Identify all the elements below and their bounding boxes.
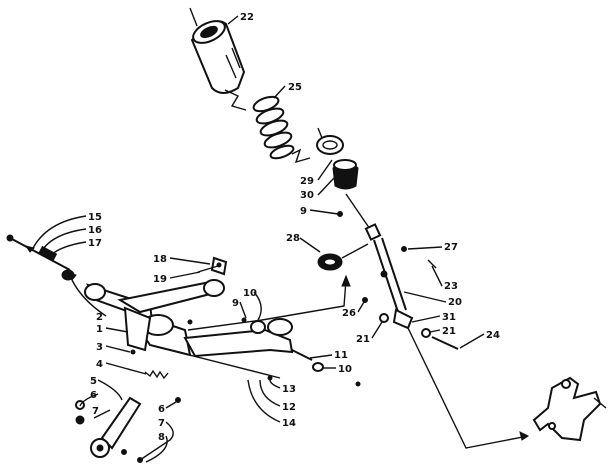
callout-7-left: 7 — [92, 406, 99, 417]
shock-body — [364, 223, 414, 330]
assembly-line-to-spindle — [407, 327, 529, 449]
bolt-6 — [175, 397, 181, 403]
bushing-28-leader-line — [341, 243, 369, 259]
grease-fitting-23 — [380, 270, 388, 278]
washer-27 — [401, 246, 407, 252]
tie-rod — [6, 234, 75, 281]
callout-4: 4 — [96, 359, 103, 370]
callout-14: 14 — [282, 418, 296, 429]
callout-13: 13 — [282, 384, 296, 395]
callout-29: 29 — [300, 176, 314, 187]
callout-9-lower: 9 — [232, 298, 239, 309]
callout-6-left: 6 — [90, 390, 97, 401]
callout-26: 26 — [342, 308, 356, 319]
fastener-19 — [197, 265, 219, 273]
callout-17: 17 — [88, 238, 102, 249]
callout-10-lower: 10 — [338, 364, 352, 375]
callout-18: 18 — [153, 254, 167, 265]
steering-link — [75, 396, 143, 463]
bolt-23 — [427, 259, 437, 269]
shock-shaft — [345, 193, 373, 233]
arrowhead-2 — [66, 272, 77, 281]
callout-1: 1 — [96, 324, 103, 335]
arrowhead-15 — [24, 245, 35, 253]
callout-31: 31 — [442, 312, 456, 323]
spring-seat — [316, 127, 344, 155]
assembly-arrow-shock — [341, 274, 351, 287]
callout-21-right: 21 — [442, 326, 456, 337]
callout-7-right: 7 — [158, 418, 165, 429]
break-line-a — [224, 89, 247, 111]
callout-3: 3 — [96, 342, 103, 353]
callout-20: 20 — [448, 297, 462, 308]
washer-13 — [267, 375, 273, 381]
nut-3 — [130, 349, 136, 355]
break-line-b — [291, 148, 311, 164]
callout-30: 30 — [300, 190, 314, 201]
bump-stop — [332, 159, 359, 190]
callout-21-left: 21 — [356, 334, 370, 345]
callout-11: 11 — [334, 350, 348, 361]
callout-6-right: 6 — [158, 404, 165, 415]
bushing-28 — [317, 253, 343, 271]
assembly-line-to-shock — [187, 279, 347, 331]
washer-9-upper — [337, 211, 343, 217]
shock-boot — [190, 20, 246, 94]
callout-8: 8 — [158, 432, 165, 443]
callout-2: 2 — [96, 312, 103, 323]
washer-9-lower — [187, 319, 193, 325]
callout-24: 24 — [486, 330, 500, 341]
washer-26 — [362, 297, 368, 303]
callout-15: 15 — [88, 212, 102, 223]
shock-centerline-top — [189, 7, 198, 27]
callout-9-upper: 9 — [300, 206, 307, 217]
callout-23: 23 — [444, 281, 458, 292]
callout-28: 28 — [286, 233, 300, 244]
nut-10 — [355, 381, 361, 387]
leader-lines — [31, 15, 485, 463]
bushing-21-right — [421, 328, 431, 338]
assembly-arrow-spindle — [519, 431, 529, 441]
bushing-21-left — [379, 313, 389, 323]
callout-5: 5 — [90, 376, 97, 387]
bolt-24 — [431, 336, 459, 350]
callout-25: 25 — [288, 82, 302, 93]
callout-22: 22 — [240, 12, 254, 23]
callout-12: 12 — [282, 402, 296, 413]
callout-16: 16 — [88, 225, 102, 236]
spindle — [532, 376, 607, 442]
spring-4 — [144, 369, 169, 380]
shock-spring — [252, 95, 295, 160]
lower-control-arm — [183, 317, 324, 372]
assembly-line-lower — [149, 344, 281, 379]
callout-27: 27 — [444, 242, 458, 253]
callout-10-upper: 10 — [243, 288, 257, 299]
callout-19: 19 — [153, 274, 167, 285]
